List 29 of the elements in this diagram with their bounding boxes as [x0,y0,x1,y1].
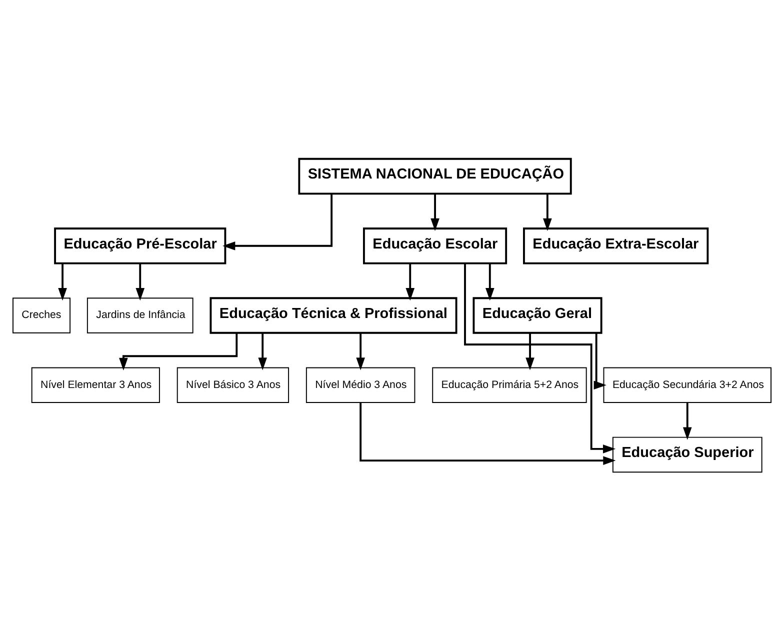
node-box: Educação Técnica & Profissional [210,297,458,334]
arrow [526,333,534,370]
node-box: Educação Geral [472,297,602,334]
arrow [119,332,238,370]
arrow [430,194,440,232]
arrow [360,402,616,465]
arrow [136,263,145,301]
arrow [485,263,494,301]
node-box: Educação Extra-Escolar [523,228,709,264]
node-box: Jardins de Infância [86,298,194,334]
arrow [356,333,365,370]
node-box: Educação Superior [612,436,762,473]
node-box: Creches [12,298,71,334]
node-box: Educação Escolar [363,228,508,264]
arrow [222,194,333,250]
node-box: SISTEMA NACIONAL DE EDUCAÇÃO [298,158,572,195]
arrow [406,263,415,301]
arrow [594,333,606,390]
arrow [258,333,268,370]
node-box: Educação Secundária 3+2 Anos [603,367,772,403]
arrow [682,402,692,440]
node-box: Nível Básico 3 Anos [176,367,290,403]
node-box: Educação Primária 5+2 Anos [432,367,587,403]
node-box: Nível Médio 3 Anos [306,367,416,403]
node-box: Nível Elementar 3 Anos [31,367,160,403]
arrow [543,194,552,232]
arrow [58,263,67,301]
arrow [464,264,616,454]
node-box: Educação Pré-Escolar [54,228,226,264]
